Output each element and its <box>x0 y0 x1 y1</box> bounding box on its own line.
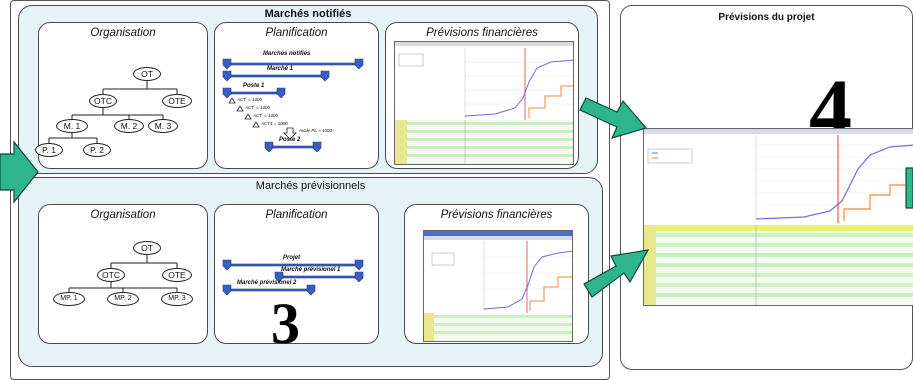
notified-previsions-panel: Prévisions financières <box>385 22 579 169</box>
bar-label-mp2: Marché prévisionel 2 <box>237 280 297 286</box>
right-arrow-icon <box>583 249 650 298</box>
notified-org-connectors <box>48 80 178 143</box>
notified-planification-title: Planification <box>265 27 328 39</box>
forecast-planification-panel: Planification Projet Marché prévisionel … <box>214 204 379 353</box>
bar-label-notified: Marchés notifiés <box>263 51 311 57</box>
forecast-org-node-mp3: MP. 3 <box>161 292 193 306</box>
org-node-ote: OTE <box>162 94 192 108</box>
notified-organisation-panel: Organisation OT OTC OTE M. 1 M. 2 M <box>35 22 208 169</box>
org-node-m1: M. 1 <box>56 119 88 133</box>
forecast-org-node-mp1: MP. 1 <box>53 292 85 306</box>
notified-finance-screenshot <box>394 41 574 165</box>
forecast-gantt <box>222 259 364 296</box>
bar-label-poste2: Poste 2 <box>279 137 301 143</box>
notified-markets-title: Marchés notifiés <box>264 8 352 20</box>
forecast-org-node-ote: OTE <box>162 268 192 282</box>
org-node-m3: M. 3 <box>148 119 178 133</box>
project-forecast-title: Prévisions du projet <box>718 12 815 23</box>
notified-gantt <box>222 58 364 153</box>
org-node-otc: OTC <box>89 94 117 108</box>
right-arrow-icon <box>579 97 648 139</box>
org-node-p1: P. 1 <box>35 143 63 157</box>
step-label-2: ACT. = 1000 <box>245 105 270 110</box>
milestone-triangle-icon <box>228 97 260 128</box>
notified-previsions-title: Prévisions financières <box>426 27 538 39</box>
forecast-previsions-title: Prévisions financières <box>440 209 553 221</box>
forecast-org-node-otc: OTC <box>97 268 125 282</box>
project-finance-screenshot <box>643 128 913 306</box>
step-label-1: ACT. = 1000 <box>237 97 262 102</box>
org-node-m2: M. 2 <box>114 119 144 133</box>
org-node-ot: OT <box>133 67 161 81</box>
bar-label-projet: Projet <box>283 255 301 261</box>
step-label-5: Avale PL = 1000 <box>299 128 332 133</box>
right-arrow-icon <box>905 167 913 209</box>
org-node-p2: P. 2 <box>83 143 111 157</box>
step-number-3: 3 <box>271 291 300 356</box>
notified-planification-panel: Planification Marchés notif <box>214 22 379 169</box>
notified-markets-group: Marchés notifiés Organisation OT OTC <box>18 5 598 174</box>
forecast-markets-title: Marchés prévisionnels <box>255 180 366 192</box>
forecast-org-node-mp2: MP. 2 <box>107 292 139 306</box>
forecast-finance-screenshot <box>423 230 573 342</box>
bar-label-mp1: Marché prévisionel 1 <box>281 267 341 273</box>
forecast-organisation-panel: Organisation OT OTC OTE MP. 1 MP. 2 MP. … <box>38 204 208 344</box>
forecast-organisation-title: Organisation <box>90 209 156 221</box>
project-forecast-panel: Prévisions du projet 4 <box>620 5 913 370</box>
down-arrow-icon <box>283 127 297 140</box>
right-arrow-icon <box>0 140 39 204</box>
notified-organisation-title: Organisation <box>90 27 156 39</box>
step-label-4: ACT4 = 1000 <box>261 121 288 126</box>
bar-label-poste1: Poste 1 <box>243 83 265 89</box>
step-label-3: ACT. = 1000 <box>253 113 278 118</box>
forecast-previsions-panel: Prévisions financières <box>404 204 589 344</box>
bar-label-marche1: Marché 1 <box>267 66 294 72</box>
forecast-markets-group: Marchés prévisionnels Organisation OT OT… <box>18 177 603 367</box>
forecast-planification-title: Planification <box>265 209 328 221</box>
forecast-org-node-ot: OT <box>133 241 161 255</box>
